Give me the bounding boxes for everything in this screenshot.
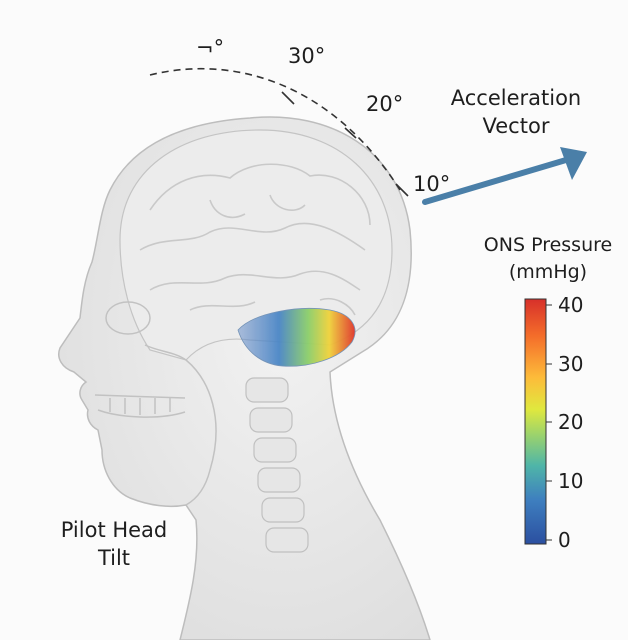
acceleration-label-line1: Acceleration — [436, 84, 596, 112]
acceleration-label-line2: Vector — [436, 112, 596, 140]
colorbar-tick-marks — [546, 305, 552, 540]
angle-label-top: ¬° — [196, 36, 224, 60]
colorbar-tick-30: 30 — [558, 352, 583, 376]
colorbar-tick-10: 10 — [558, 469, 583, 493]
acceleration-vector-label: Acceleration Vector — [436, 84, 596, 140]
colorbar-title-line2: (mmHg) — [478, 259, 618, 286]
colorbar-title-line1: ONS Pressure — [478, 232, 618, 259]
colorbar-tick-0: 0 — [558, 528, 571, 552]
caption-line1: Pilot Head — [44, 516, 184, 544]
angle-label-30: 30° — [288, 44, 325, 68]
colorbar-title: ONS Pressure (mmHg) — [478, 232, 618, 286]
colorbar-tick-20: 20 — [558, 410, 583, 434]
angle-label-20: 20° — [366, 92, 403, 116]
colorbar-tick-40: 40 — [558, 293, 583, 317]
colorbar-scale — [525, 299, 546, 544]
pilot-head-tilt-caption: Pilot Head Tilt — [44, 516, 184, 572]
caption-line2: Tilt — [44, 544, 184, 572]
angle-label-10: 10° — [413, 172, 450, 196]
